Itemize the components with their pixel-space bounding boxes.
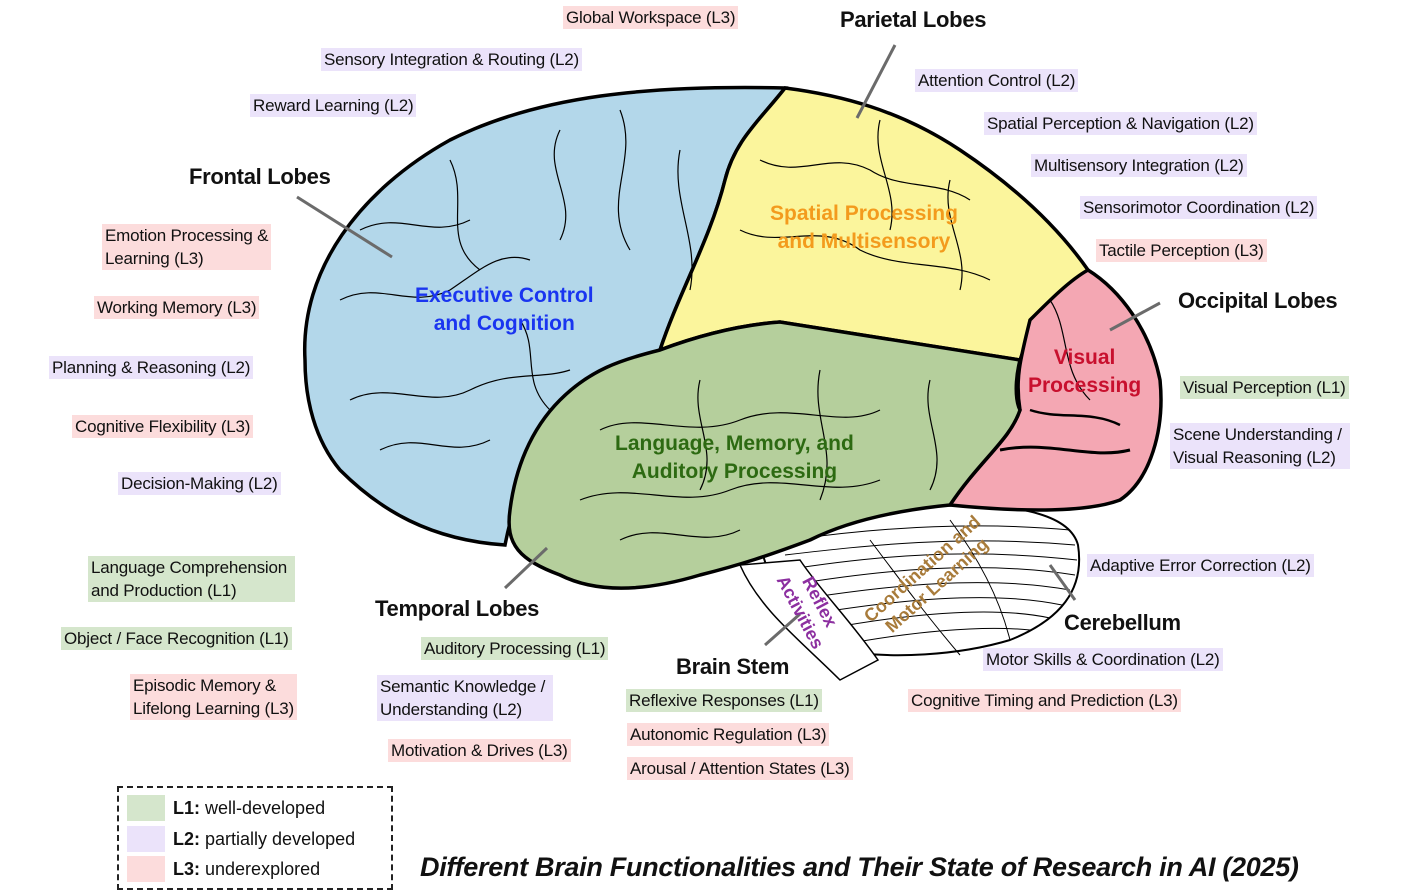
legend-swatch-l2 bbox=[127, 826, 165, 852]
brain-stem-shape[interactable] bbox=[738, 559, 880, 681]
legend-desc: partially developed bbox=[205, 828, 356, 849]
sulci-lines bbox=[339, 109, 1131, 541]
brain-stem-label: Brain Stem bbox=[676, 654, 790, 679]
tag-line: Language Comprehension bbox=[91, 558, 287, 577]
executive-region-label: Executive Control and Cognition bbox=[415, 282, 594, 338]
spatial-line-2: and Multisensory bbox=[777, 230, 951, 253]
language-line-1: Language, Memory, and bbox=[615, 432, 854, 455]
temporal-lobes-label: Temporal Lobes bbox=[375, 596, 540, 621]
figure-title: Different Brain Functionalities and Thei… bbox=[420, 852, 1299, 882]
legend-desc: well-developed bbox=[205, 797, 326, 818]
temporal-lobe-shape[interactable] bbox=[507, 320, 1023, 590]
legend: L1: well-developed L2: partially develop… bbox=[117, 786, 393, 890]
legend-item-l1: L1: well-developed bbox=[127, 795, 325, 821]
tag-arousal-attention: Arousal / Attention States (L3) bbox=[627, 757, 853, 780]
tag-attention-control: Attention Control (L2) bbox=[915, 69, 1079, 92]
tag-line: Learning (L3) bbox=[105, 249, 204, 268]
executive-line-1: Executive Control bbox=[415, 284, 594, 307]
legend-swatch-l1 bbox=[127, 795, 165, 821]
tag-line: Lifelong Learning (L3) bbox=[133, 699, 294, 718]
tag-sensory-integration: Sensory Integration & Routing (L2) bbox=[321, 48, 582, 71]
tag-planning-reasoning: Planning & Reasoning (L2) bbox=[49, 356, 254, 379]
tag-decision-making: Decision-Making (L2) bbox=[118, 472, 281, 495]
tag-semantic-knowledge: Semantic Knowledge / Understanding (L2) bbox=[377, 675, 554, 721]
tag-adaptive-error-correction: Adaptive Error Correction (L2) bbox=[1087, 554, 1314, 577]
legend-key: L1: bbox=[173, 797, 200, 818]
tag-line: Scene Understanding / bbox=[1173, 425, 1342, 444]
tag-line: Episodic Memory & bbox=[133, 676, 277, 695]
tag-line: Understanding (L2) bbox=[380, 700, 522, 719]
tag-language-comprehension: Language Comprehension and Production (L… bbox=[88, 556, 295, 602]
dashed-boundary bbox=[779, 321, 1021, 361]
language-region-label: Language, Memory, and Auditory Processin… bbox=[615, 430, 854, 486]
legend-item-l2: L2: partially developed bbox=[127, 826, 355, 852]
tag-emotion-processing: Emotion Processing & Learning (L3) bbox=[102, 224, 272, 270]
legend-desc: underexplored bbox=[205, 858, 321, 879]
cerebellum-label: Cerebellum bbox=[1064, 610, 1181, 635]
legend-item-l3: L3: underexplored bbox=[127, 856, 320, 882]
parietal-lobes-label: Parietal Lobes bbox=[840, 7, 987, 32]
tag-cognitive-timing: Cognitive Timing and Prediction (L3) bbox=[908, 689, 1181, 712]
spatial-line-1: Spatial Processing bbox=[770, 202, 958, 225]
visual-region-label: Visual Processing bbox=[1028, 344, 1141, 400]
tag-tactile-perception: Tactile Perception (L3) bbox=[1096, 239, 1267, 262]
tag-line: Visual Reasoning (L2) bbox=[1173, 448, 1336, 467]
tag-line: Emotion Processing & bbox=[105, 226, 269, 245]
tag-motor-skills: Motor Skills & Coordination (L2) bbox=[983, 648, 1223, 671]
legend-key: L3: bbox=[173, 858, 200, 879]
tag-working-memory: Working Memory (L3) bbox=[94, 296, 260, 319]
visual-line-1: Visual bbox=[1053, 346, 1116, 369]
visual-line-2: Processing bbox=[1028, 374, 1142, 397]
tag-motivation-drives: Motivation & Drives (L3) bbox=[388, 739, 571, 762]
legend-key: L2: bbox=[173, 828, 200, 849]
executive-line-2: and Cognition bbox=[433, 312, 575, 335]
tag-object-face-recognition: Object / Face Recognition (L1) bbox=[61, 627, 292, 650]
tag-reflexive-responses: Reflexive Responses (L1) bbox=[626, 689, 822, 712]
tag-multisensory-integration: Multisensory Integration (L2) bbox=[1031, 154, 1247, 177]
tag-scene-understanding: Scene Understanding / Visual Reasoning (… bbox=[1170, 423, 1350, 469]
tag-global-workspace: Global Workspace (L3) bbox=[563, 6, 739, 29]
tag-autonomic-regulation: Autonomic Regulation (L3) bbox=[627, 723, 830, 746]
occipital-lobes-label: Occipital Lobes bbox=[1178, 288, 1338, 313]
frontal-lobes-label: Frontal Lobes bbox=[189, 164, 331, 189]
spatial-region-label: Spatial Processing and Multisensory bbox=[770, 200, 958, 256]
pointer-lines bbox=[296, 44, 1161, 647]
tag-visual-perception: Visual Perception (L1) bbox=[1180, 376, 1349, 399]
tag-line: Semantic Knowledge / bbox=[380, 677, 546, 696]
tag-reward-learning: Reward Learning (L2) bbox=[250, 94, 417, 117]
tag-sensorimotor-coordination: Sensorimotor Coordination (L2) bbox=[1080, 196, 1318, 219]
tag-spatial-perception: Spatial Perception & Navigation (L2) bbox=[984, 112, 1257, 135]
tag-auditory-processing: Auditory Processing (L1) bbox=[421, 637, 609, 660]
tag-line: and Production (L1) bbox=[91, 581, 237, 600]
tag-episodic-memory: Episodic Memory & Lifelong Learning (L3) bbox=[130, 674, 297, 720]
cerebellum-folia bbox=[784, 519, 1078, 656]
legend-swatch-l3 bbox=[127, 856, 165, 882]
tag-cognitive-flexibility: Cognitive Flexibility (L3) bbox=[72, 415, 254, 438]
language-line-2: Auditory Processing bbox=[631, 460, 838, 483]
